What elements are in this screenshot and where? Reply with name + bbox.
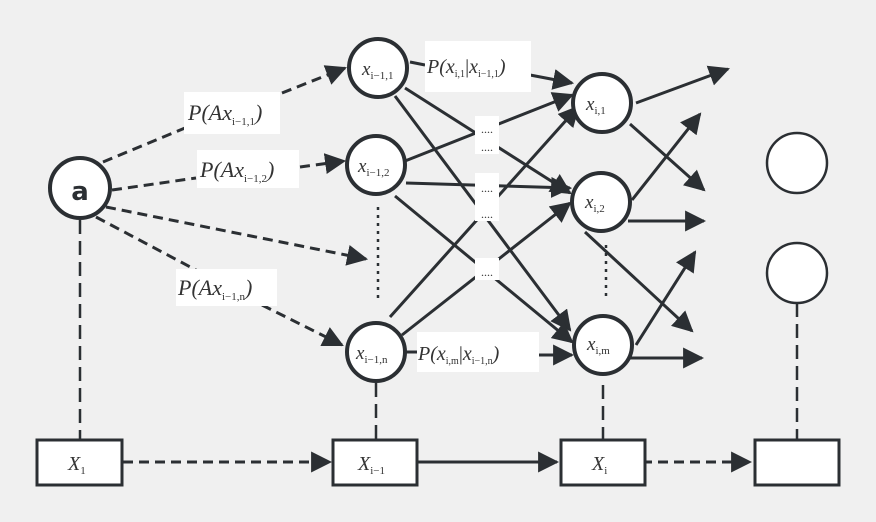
- svg-text:xi,1: xi,1: [585, 94, 606, 117]
- ellipsis-boxes: .... .... .... .... ....: [475, 116, 499, 280]
- obs-box-empty: [753, 438, 841, 487]
- edge-a-to-x-prev-2b: [299, 153, 347, 174]
- svg-text:xi,2: xi,2: [584, 192, 605, 215]
- edge-i2-out-1: [630, 112, 702, 201]
- svg-text:X1: X1: [67, 453, 86, 477]
- obs-box-X1: X1: [35, 438, 124, 487]
- obs-box-Xi: Xi: [559, 438, 647, 487]
- node-x-curr-1: xi,1: [571, 72, 633, 134]
- svg-text:P(xi,m|xi−1,n): P(xi,m|xi−1,n): [417, 343, 500, 367]
- label-p-trans-1: P(xi,1|xi−1,1): [425, 41, 531, 92]
- edge-trans-1: [529, 69, 575, 90]
- svg-text:Xi: Xi: [591, 453, 607, 477]
- svg-text:xi−1,1: xi−1,1: [361, 59, 393, 82]
- start-node-a: a: [48, 156, 112, 220]
- edge-a-to-x-prev-nb: [261, 303, 344, 347]
- edge-a-to-x-prev-n: [95, 215, 197, 272]
- svg-text:xi,m: xi,m: [586, 334, 610, 357]
- edge-a-to-x-prev-1b: [281, 65, 347, 95]
- node-next-empty-1: [765, 131, 829, 195]
- node-x-curr-m: xi,m: [572, 314, 634, 376]
- obs-box-Xi-1: Xi−1: [331, 438, 419, 487]
- node-x-prev-n: xi−1,n: [345, 321, 407, 383]
- node-x-curr-2: xi,2: [570, 171, 632, 233]
- ellipsis-3: ....: [481, 181, 493, 195]
- edge-a-to-ellipsis: [105, 205, 369, 266]
- svg-text:xi−1,2: xi−1,2: [357, 156, 389, 179]
- label-p-a-1: P(Axi−1,1): [184, 92, 280, 134]
- node-x-prev-2: xi−1,2: [345, 134, 407, 196]
- edge-im-out-1: [634, 250, 697, 346]
- node-x-prev-1: xi−1,1: [347, 37, 409, 99]
- svg-text:xi−1,n: xi−1,n: [355, 343, 388, 366]
- ellipsis-2: ....: [481, 140, 493, 154]
- svg-text:P(xi,1|xi−1,1): P(xi,1|xi−1,1): [426, 56, 506, 80]
- edge-trans-1-label: [409, 60, 426, 67]
- ellipsis-4: ....: [481, 207, 493, 221]
- edge-i1-out-1: [635, 65, 730, 105]
- svg-text:P(Axi−1,1): P(Axi−1,1): [187, 100, 262, 128]
- node-next-empty-2: [765, 241, 829, 305]
- ellipsis-5: ....: [481, 265, 493, 279]
- svg-text:P(Axi−1,2): P(Axi−1,2): [199, 157, 274, 185]
- ellipsis-1: ....: [481, 122, 493, 136]
- svg-text:Xi−1: Xi−1: [357, 453, 385, 477]
- start-node-label: a: [71, 177, 89, 207]
- edge-a-to-x-prev-2: [111, 176, 197, 192]
- label-p-trans-m: P(xi,m|xi−1,n): [417, 332, 539, 372]
- edge-i2-out-3: [583, 230, 694, 333]
- label-p-a-n: P(Axi−1,n): [176, 269, 277, 306]
- label-p-a-2: P(Axi−1,2): [197, 150, 299, 188]
- edge-a-to-x-prev-1: [102, 126, 186, 164]
- svg-text:P(Axi−1,n): P(Axi−1,n): [177, 275, 252, 303]
